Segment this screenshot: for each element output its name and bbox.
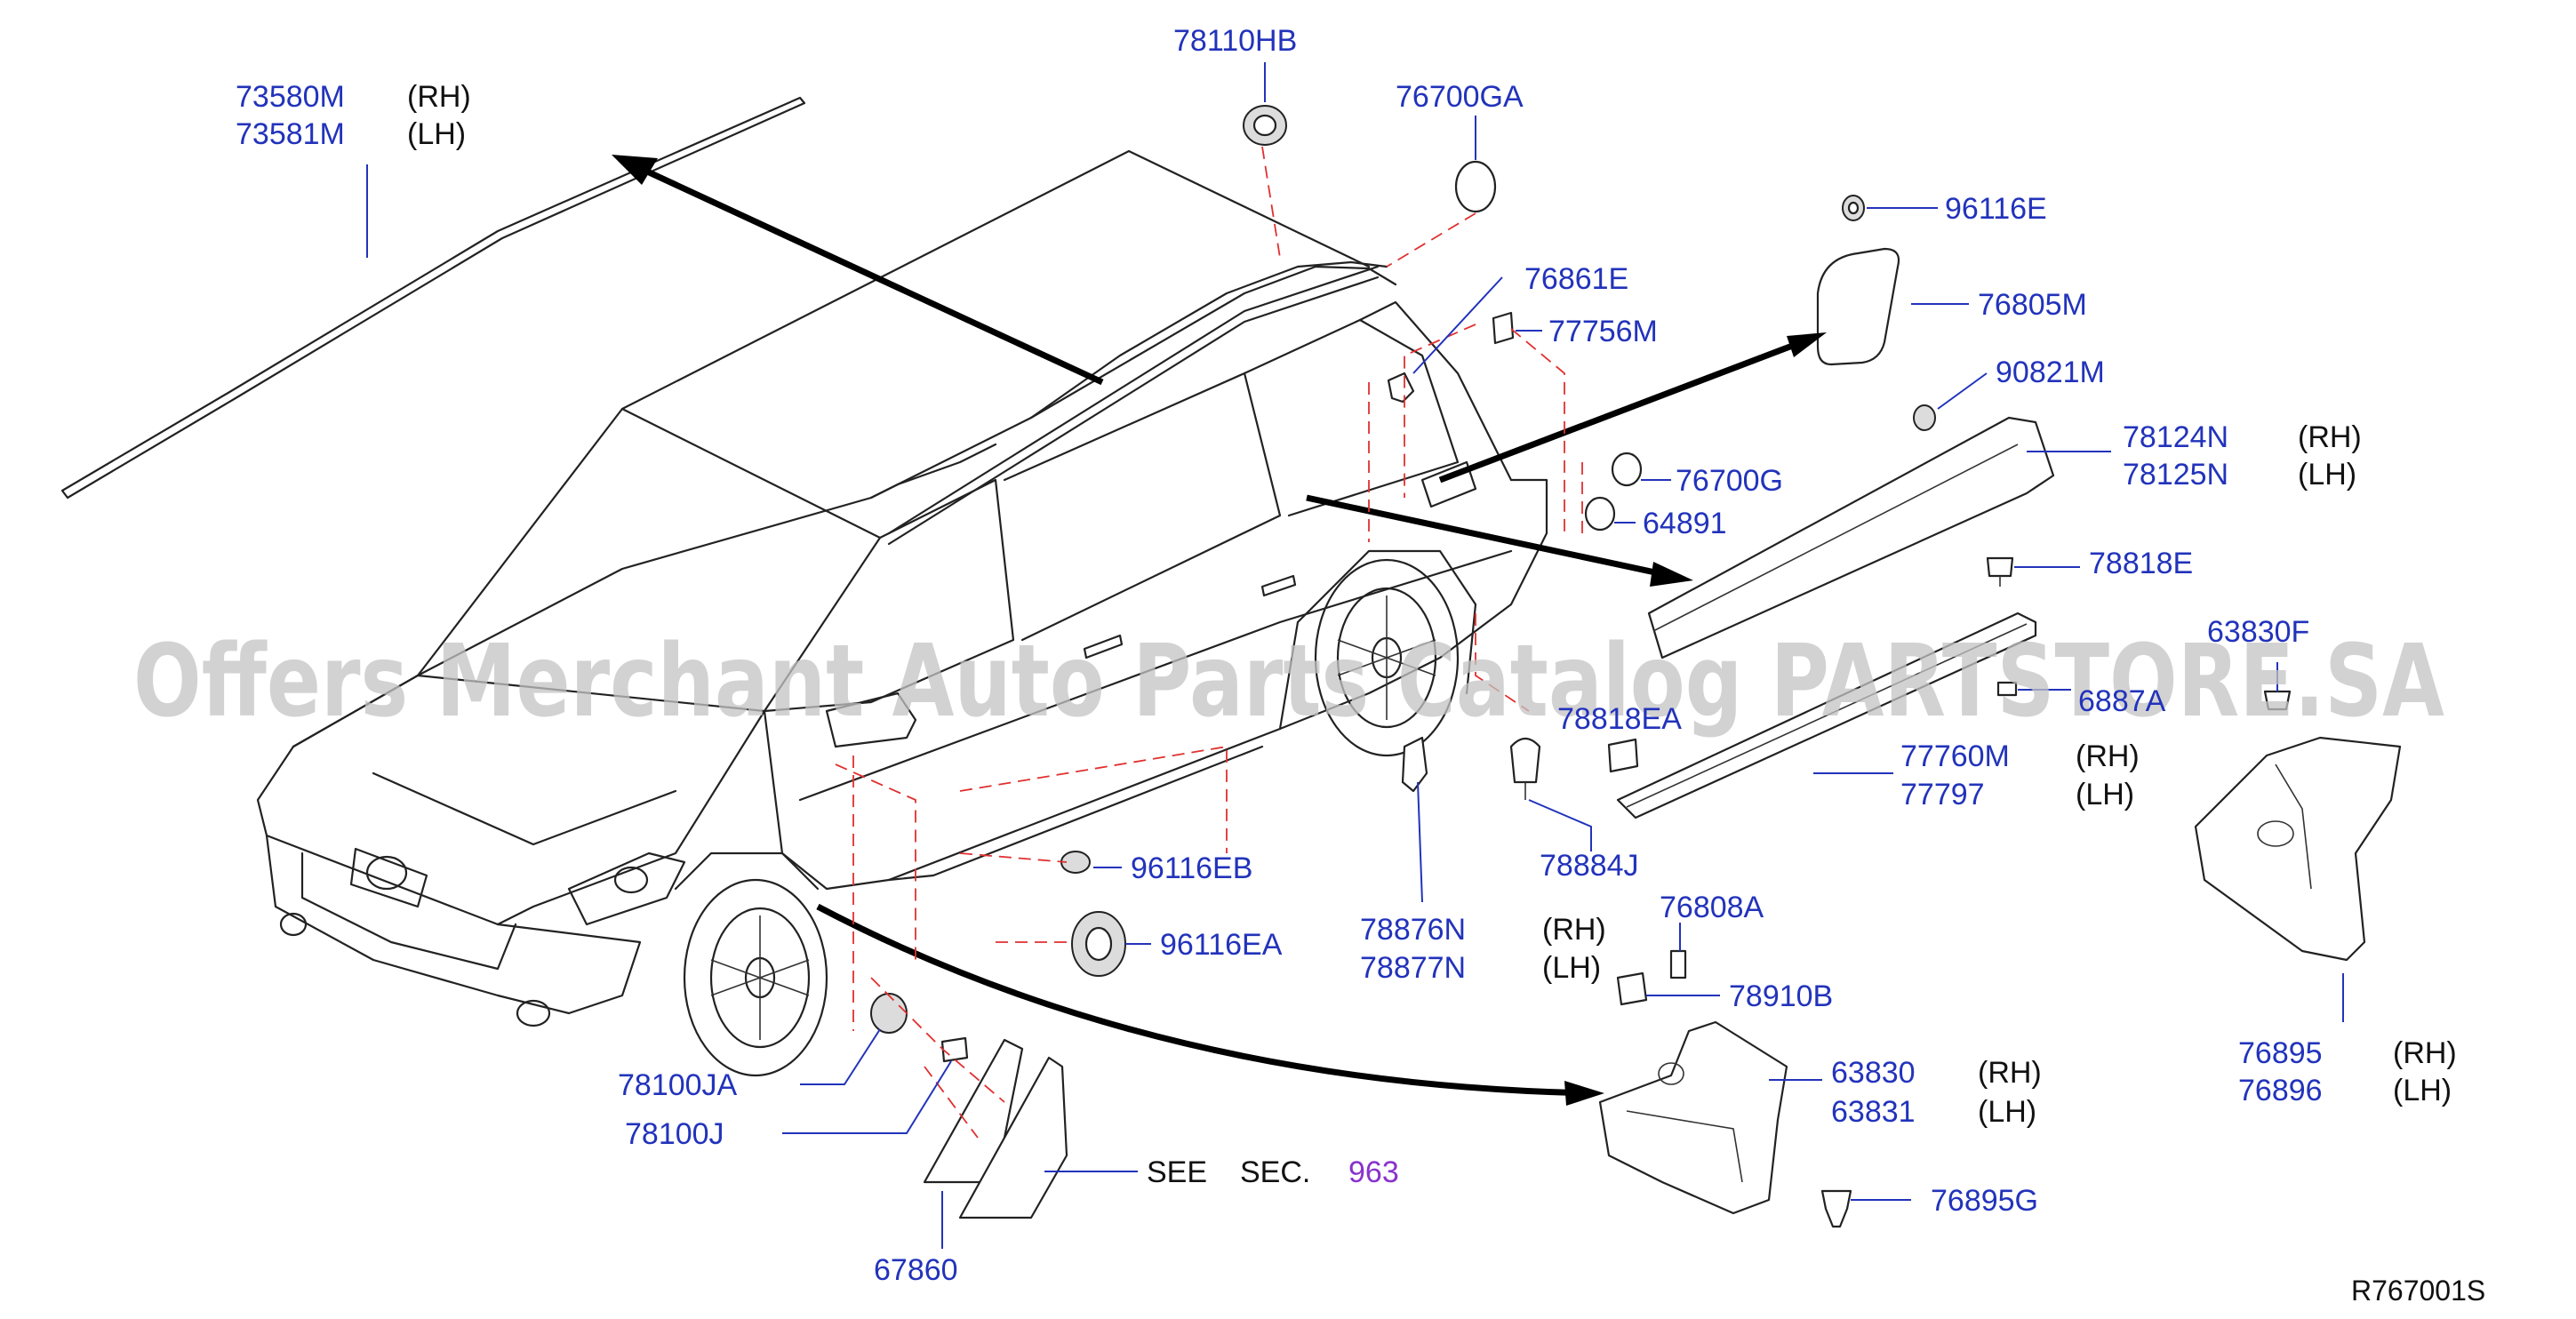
grommet-78100ja-part[interactable] [870,993,908,1034]
watermark: Offers Merchant Auto Parts Catalog PARTS… [133,624,2444,739]
part-label[interactable]: 63830 [1831,1056,1916,1090]
side-label: (LH) [2076,778,2134,811]
mud-guard-76895-part[interactable] [2194,736,2402,962]
see-section-reference: SEE SEC. 963 [1147,1155,1399,1189]
clip-78818ea-part[interactable] [1607,738,1639,773]
part-label[interactable]: 78818EA [1557,702,1682,736]
side-label: (LH) [1542,951,1601,985]
vehicle-illustration [256,149,1548,1077]
direction-arrows [612,155,1827,1106]
part-label[interactable]: 78124N [2123,420,2228,454]
part-label[interactable]: 78818E [2089,547,2193,580]
part-label[interactable]: 96116EB [1131,851,1252,885]
side-label: (RH) [2298,420,2362,454]
roof-molding-part[interactable] [60,96,806,500]
see-label: SEE [1147,1155,1207,1189]
part-label[interactable]: 76861E [1524,262,1628,296]
grommet-96116ea-part[interactable] [1071,911,1126,977]
side-label: (RH) [2076,739,2140,773]
part-label[interactable]: 78910B [1729,979,1833,1013]
plug-76700ga-part[interactable] [1454,160,1497,213]
part-label[interactable]: 78125N [2123,458,2228,492]
side-label: (RH) [407,80,471,114]
mud-guard-63830-part[interactable] [1598,1020,1788,1215]
clip-78100j-part[interactable] [940,1036,969,1063]
part-label[interactable]: 77756M [1548,315,1658,348]
part-label[interactable]: 77797 [1900,778,1985,811]
part-label[interactable]: 78884J [1540,849,1639,883]
side-label: (RH) [1978,1056,2042,1090]
part-label[interactable]: 76808A [1660,891,1764,924]
part-label[interactable]: 76895G [1931,1184,2038,1218]
grommet-78110hb-part[interactable] [1243,105,1287,146]
part-label[interactable]: 96116EA [1160,928,1283,962]
part-label[interactable]: 63831 [1831,1095,1916,1129]
fuel-lid-76805m-part[interactable] [1816,247,1900,366]
plug-76700g-part[interactable] [1611,452,1643,487]
part-label[interactable]: 78110HB [1173,24,1297,58]
seal-77756m-part[interactable] [1492,311,1515,345]
part-label[interactable]: 64891 [1643,507,1727,540]
clip-76895g-part[interactable] [1820,1189,1852,1228]
section-link[interactable]: 963 [1348,1155,1399,1189]
part-label[interactable]: 76895 [2238,1036,2323,1070]
side-label: (LH) [1978,1095,2036,1129]
part-label[interactable]: 77760M [1900,739,2010,773]
part-label[interactable]: 96116E [1945,192,2047,226]
screw-76808a-part[interactable] [1669,949,1687,979]
part-label[interactable]: 90821M [1996,356,2105,389]
side-label: (LH) [407,117,466,151]
bracket-78910b-part[interactable] [1616,971,1648,1006]
side-label: (RH) [1542,913,1606,947]
callout-leader-lines [366,62,2344,1249]
part-label[interactable]: 6887A [2078,684,2166,718]
part-label[interactable]: 73580M [236,80,345,114]
diagram-code: R767001S [2351,1275,2485,1307]
part-label[interactable]: 76805M [1978,288,2087,322]
part-label[interactable]: 76896 [2238,1074,2323,1107]
nut-90821m-part[interactable] [1913,404,1936,431]
part-label[interactable]: 63830F [2207,615,2309,649]
clip-78884j-part[interactable] [1509,737,1541,800]
trim-78876n-part[interactable] [1401,736,1428,793]
side-label: (LH) [2393,1074,2452,1107]
part-label[interactable]: 78100J [625,1117,724,1151]
side-label: (RH) [2393,1036,2457,1070]
part-label[interactable]: 78100JA [618,1068,738,1102]
clip-63830f-part[interactable] [2263,690,2292,711]
insulator-67860-part[interactable] [923,1038,1068,1219]
screw-6887a-part[interactable] [1996,681,2018,697]
clip-96116e-part[interactable] [1842,195,1865,221]
installation-guide-lines [835,146,1583,1139]
clip-76861e-part[interactable] [1387,372,1415,404]
sec-label: SEC. [1240,1155,1310,1189]
part-label[interactable]: 78877N [1360,951,1466,985]
part-label[interactable]: 78876N [1360,913,1466,947]
part-number-labels: 73580M (RH) 73581M (LH) 78110HB 76700GA … [236,24,2457,1287]
part-label[interactable]: 67860 [874,1253,958,1287]
part-label[interactable]: 73581M [236,117,345,151]
plug-64891-part[interactable] [1584,496,1616,532]
clip-78818e-part[interactable] [1986,556,2014,587]
side-label: (LH) [2298,458,2356,492]
part-label[interactable]: 76700G [1676,464,1783,498]
part-label[interactable]: 76700GA [1396,80,1524,114]
